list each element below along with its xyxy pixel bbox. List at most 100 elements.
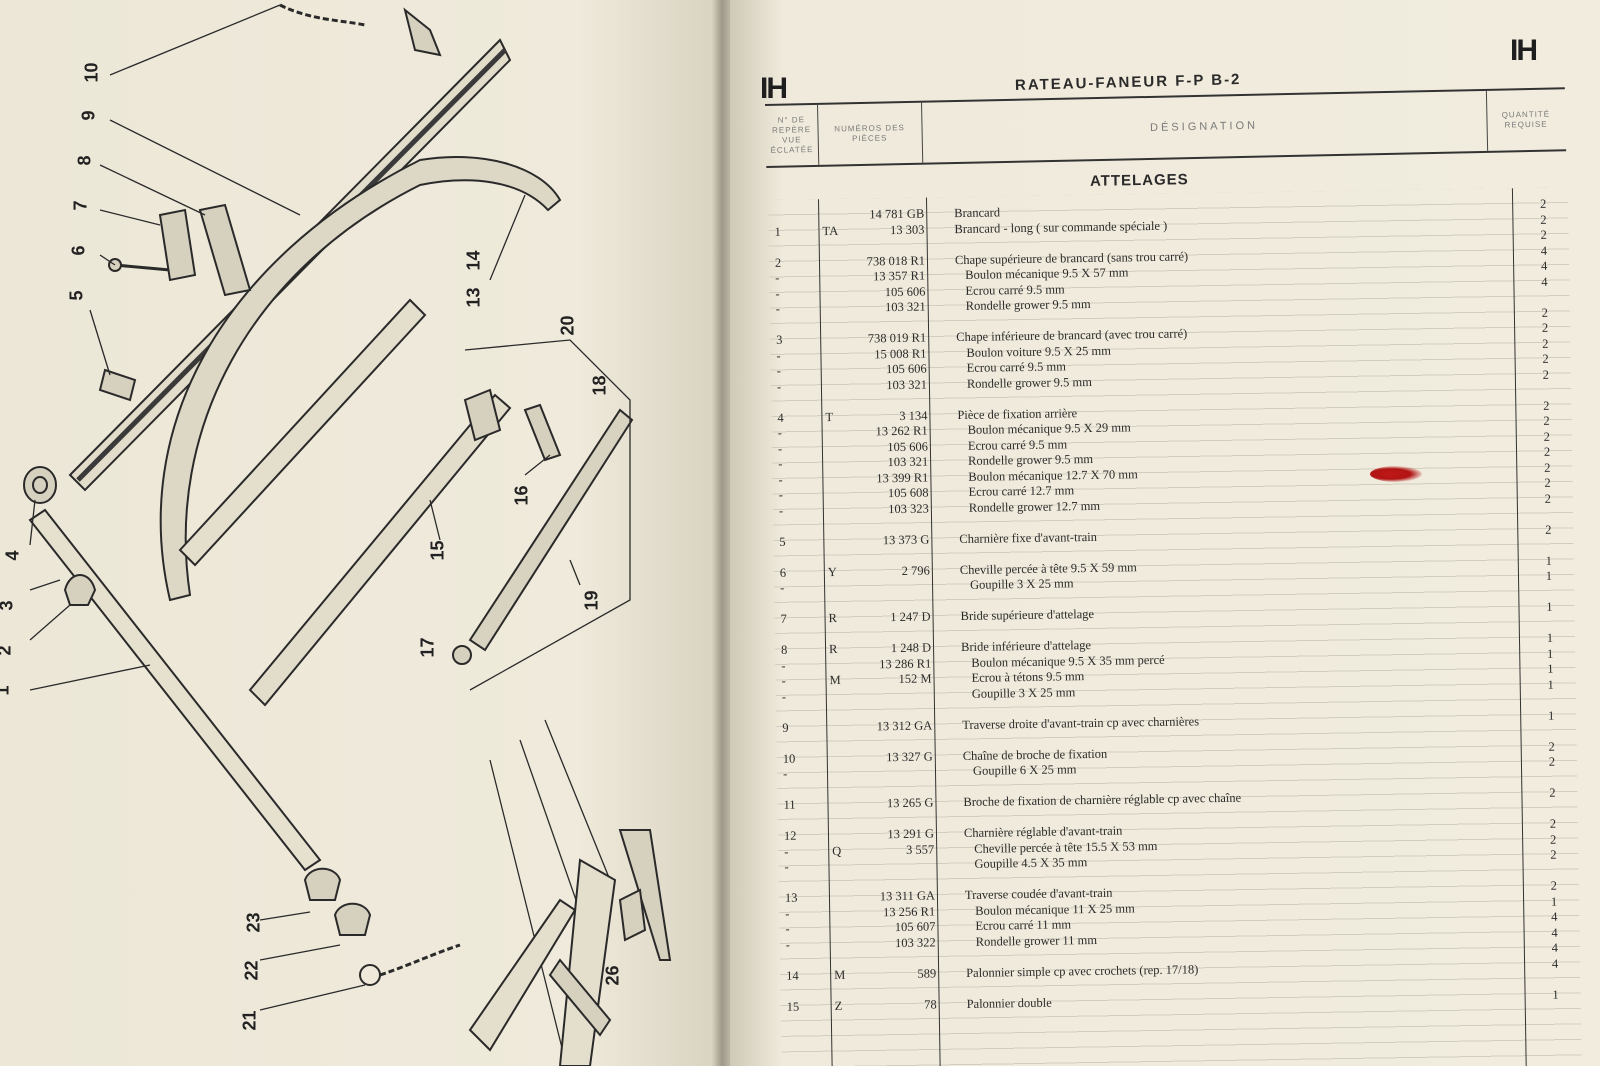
callout-15: 15 bbox=[427, 540, 448, 561]
row-part-number bbox=[861, 779, 933, 780]
row-repere: 6 bbox=[779, 565, 787, 580]
row-part-number bbox=[860, 686, 932, 687]
row-repere: 15 bbox=[786, 999, 800, 1014]
row-quantity: 1 bbox=[1546, 599, 1553, 614]
callout-13: 13 bbox=[463, 287, 484, 308]
row-part-number bbox=[857, 547, 929, 548]
row-part-number: 13 265 G bbox=[886, 795, 934, 811]
row-part-number: 13 327 G bbox=[886, 748, 933, 764]
callout-16: 16 bbox=[511, 485, 532, 506]
row-repere: - bbox=[784, 844, 789, 859]
left-page-exploded-view: 1 2 3 4 5 6 7 8 9 10 13 14 15 16 17 18 1… bbox=[0, 0, 722, 1066]
row-part-number bbox=[860, 701, 932, 702]
document-title: RATEAU-FANEUR F-P B-2 bbox=[1014, 71, 1242, 94]
row-repere: 2 bbox=[774, 255, 782, 270]
row-repere: 8 bbox=[780, 642, 788, 657]
row-repere: - bbox=[775, 301, 780, 316]
row-repere bbox=[779, 517, 819, 518]
row-part-number: 738 019 R1 bbox=[867, 330, 927, 346]
row-quantity: 2 bbox=[1543, 444, 1551, 459]
callout-20: 20 bbox=[557, 315, 578, 336]
row-quantity: 2 bbox=[1549, 832, 1557, 847]
row-part-number bbox=[862, 856, 934, 857]
row-repere: 4 bbox=[777, 410, 784, 425]
row-prefix: R bbox=[828, 610, 838, 626]
callout-3: 3 bbox=[0, 600, 18, 610]
row-prefix: T bbox=[825, 409, 834, 424]
row-repere bbox=[784, 812, 824, 813]
strut bbox=[178, 298, 427, 567]
row-quantity: 2 bbox=[1544, 460, 1551, 475]
table-header: N° de repère vue éclatée Numéros des piè… bbox=[765, 87, 1567, 168]
ih-logo-icon: IH bbox=[1510, 34, 1538, 67]
callout-23: 23 bbox=[243, 912, 264, 933]
row-quantity: 1 bbox=[1550, 894, 1558, 909]
row-repere: - bbox=[778, 503, 784, 518]
row-repere bbox=[776, 316, 816, 317]
row-repere bbox=[786, 982, 826, 983]
row-part-number bbox=[857, 516, 929, 517]
callout-22: 22 bbox=[241, 960, 262, 981]
row-part-number: 1 248 D bbox=[890, 640, 932, 656]
row-repere: 9 bbox=[782, 720, 789, 735]
row-part-number: 13 262 R1 bbox=[875, 423, 928, 439]
row-quantity: 2 bbox=[1540, 212, 1547, 227]
row-repere: - bbox=[778, 456, 783, 471]
ih-logo-icon: IH bbox=[760, 72, 788, 105]
row-prefix: Q bbox=[832, 843, 842, 858]
hitch-pole bbox=[28, 508, 322, 872]
row-quantity: 2 bbox=[1541, 305, 1549, 320]
callout-14: 14 bbox=[463, 250, 484, 271]
row-repere bbox=[780, 595, 820, 596]
callout-18: 18 bbox=[589, 375, 610, 396]
row-part-number bbox=[863, 872, 935, 873]
row-repere: - bbox=[781, 689, 787, 704]
row-quantity: 1 bbox=[1546, 646, 1554, 661]
callout-17: 17 bbox=[417, 637, 438, 658]
row-part-number: 13 256 R1 bbox=[882, 903, 936, 919]
row-repere bbox=[774, 207, 814, 208]
row-repere: - bbox=[785, 921, 790, 936]
row-part-number: 738 018 R1 bbox=[866, 253, 926, 268]
row-repere: - bbox=[782, 766, 788, 781]
callout-9: 9 bbox=[78, 110, 99, 121]
row-prefix: M bbox=[834, 967, 846, 982]
exploded-view-drawing bbox=[23, 3, 672, 1066]
row-quantity: 1 bbox=[1552, 987, 1559, 1002]
row-part-number: 1 247 D bbox=[890, 609, 931, 625]
row-repere: - bbox=[776, 379, 782, 394]
row-part-number: 105 606 bbox=[884, 284, 926, 299]
row-part-number bbox=[855, 392, 927, 393]
row-quantity: 2 bbox=[1542, 336, 1549, 351]
row-part-number: 14 781 GB bbox=[869, 206, 925, 222]
row-quantity: 4 bbox=[1540, 243, 1548, 258]
row-part-number: 152 M bbox=[898, 671, 932, 687]
callout-19: 19 bbox=[581, 590, 602, 611]
row-part-number: 13 303 bbox=[889, 222, 925, 237]
row-repere: 1 bbox=[774, 224, 781, 239]
row-part-number: 13 357 R1 bbox=[873, 268, 926, 284]
row-repere: - bbox=[776, 363, 781, 378]
row-quantity: 2 bbox=[1544, 475, 1551, 490]
row-repere: - bbox=[781, 673, 786, 688]
header-quantite: Quantité requise bbox=[1501, 109, 1551, 130]
section-title: ATTELAGES bbox=[1089, 171, 1189, 190]
row-repere bbox=[775, 238, 815, 239]
row-part-number: 15 008 R1 bbox=[874, 346, 927, 361]
callout-4: 4 bbox=[2, 550, 23, 561]
row-repere: - bbox=[779, 580, 785, 595]
row-prefix: M bbox=[829, 672, 841, 688]
row-prefix: TA bbox=[822, 223, 839, 238]
row-repere: - bbox=[776, 348, 781, 363]
ink-stain bbox=[1370, 466, 1422, 482]
callout-2: 2 bbox=[0, 645, 16, 655]
row-repere bbox=[779, 548, 819, 549]
row-repere: - bbox=[775, 286, 780, 301]
row-quantity: 2 bbox=[1545, 522, 1552, 537]
row-part-number: 105 608 bbox=[887, 485, 929, 501]
callout-5: 5 bbox=[66, 290, 87, 301]
row-part-number: 13 286 R1 bbox=[879, 655, 932, 671]
row-quantity: 4 bbox=[1551, 956, 1559, 971]
row-prefix: R bbox=[828, 641, 838, 657]
book-gutter bbox=[712, 0, 734, 1066]
